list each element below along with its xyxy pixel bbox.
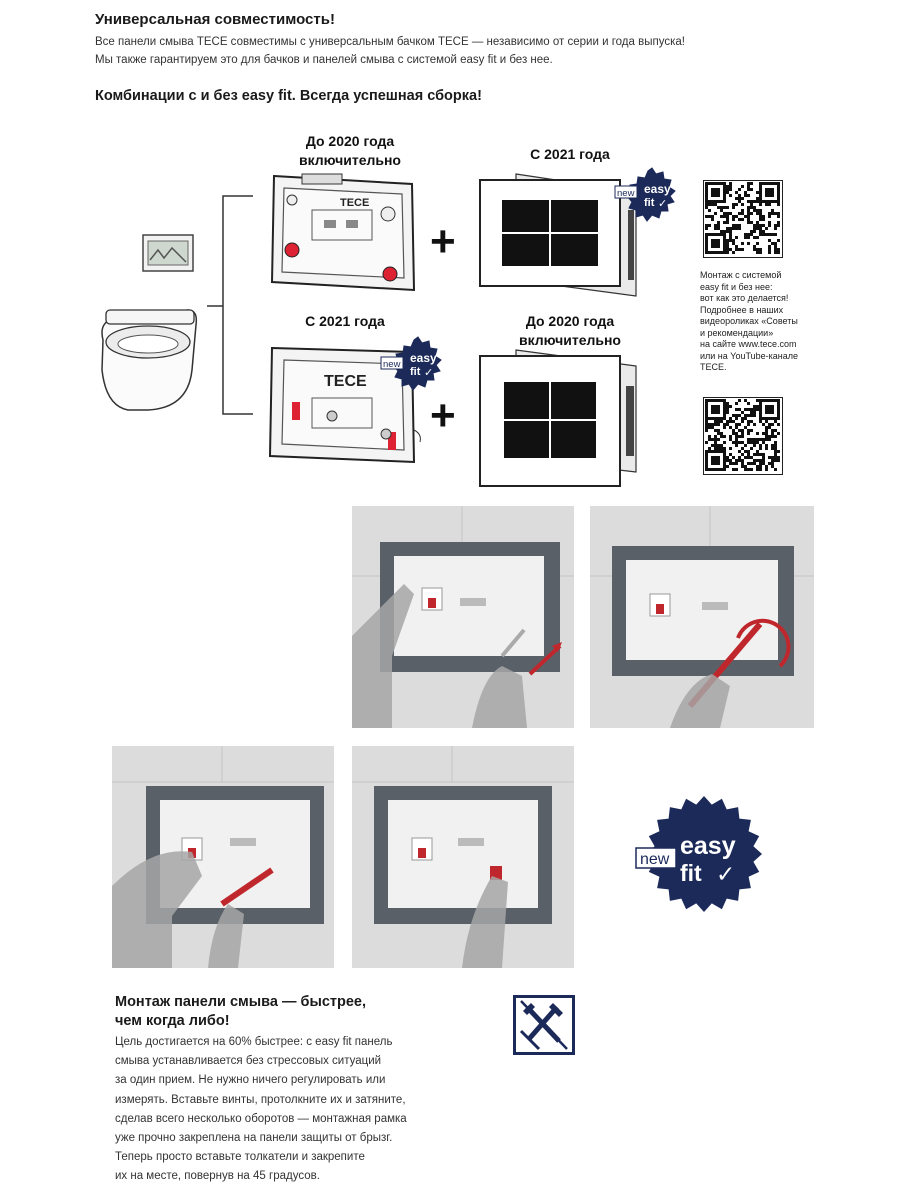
easy-fit-badge-small: easy fit ✓ new — [380, 335, 444, 393]
svg-text:✓: ✓ — [716, 862, 735, 888]
plus-sign: + — [430, 217, 456, 266]
install-step-photo-4 — [352, 746, 574, 968]
install-step-photo-2 — [590, 506, 814, 728]
svg-text:easy: easy — [680, 832, 736, 860]
connector-lines — [205, 190, 265, 430]
toilet-illustration — [88, 230, 208, 420]
flush-panel-pre2020 — [476, 346, 646, 491]
intro-line: Все панели смыва TECE совместимы с униве… — [95, 36, 685, 48]
qr-code-bottom — [703, 397, 783, 475]
assembly-heading: Монтаж панели смыва — быстрее, чем когда… — [115, 994, 367, 1029]
svg-text:easy: easy — [644, 182, 671, 196]
svg-text:fit: fit — [644, 197, 655, 209]
svg-text:new: new — [617, 188, 635, 199]
svg-text:✓: ✓ — [658, 197, 667, 210]
svg-text:✓: ✓ — [424, 366, 433, 379]
mounting-frame-pre2020: TECE — [262, 170, 422, 300]
frame-brand: TECE — [340, 197, 369, 209]
assembly-description: Цель достигается на 60% быстрее: с easy … — [115, 1036, 407, 1183]
combinations-heading: Комбинации с и без easy fit. Всегда успе… — [95, 88, 482, 104]
install-step-photo-3 — [112, 746, 334, 968]
svg-text:new: new — [640, 851, 670, 868]
no-tools-icon — [513, 995, 575, 1055]
caption-top-left: До 2020 года включительно — [299, 133, 401, 168]
svg-text:fit: fit — [680, 860, 702, 886]
intro-line: Мы также гарантируем это для бачков и па… — [95, 54, 553, 66]
caption-top-right: С 2021 года — [530, 146, 610, 162]
svg-text:fit: fit — [410, 366, 421, 378]
caption-bottom-right: До 2020 года включительно — [519, 313, 621, 348]
flush-panel-2021 — [476, 170, 646, 300]
install-step-photo-1 — [352, 506, 574, 728]
qr-pattern — [705, 182, 780, 254]
plus-sign: + — [430, 391, 456, 440]
qr-code-top — [703, 180, 783, 258]
easy-fit-badge-small: easy fit ✓ new — [614, 166, 678, 224]
intro-text: Все панели смыва TECE совместимы с униве… — [95, 33, 685, 69]
video-note: Монтаж с системой easy fit и без нее: во… — [700, 270, 799, 372]
caption-bottom-left: С 2021 года — [305, 313, 385, 329]
easy-fit-badge-large: easy fit ✓ new — [632, 792, 764, 916]
qr-pattern — [705, 399, 780, 471]
svg-text:easy: easy — [410, 351, 437, 365]
page-title: Универсальная совместимость! — [95, 11, 335, 28]
svg-text:new: new — [383, 359, 401, 370]
mounting-frame-2021: TECE — [262, 342, 427, 470]
frame-brand: TECE — [324, 373, 367, 390]
